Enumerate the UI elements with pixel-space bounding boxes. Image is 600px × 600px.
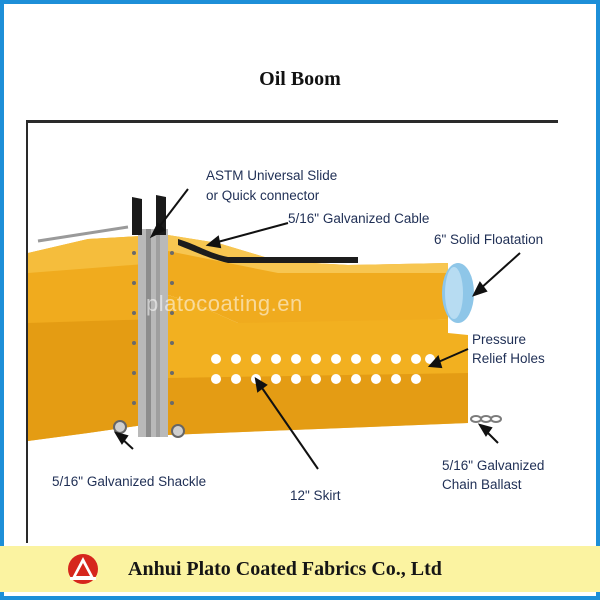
- oil-boom-photo: platocoating.en ASTM Universal Slide or …: [26, 120, 558, 543]
- chain-ballast: [470, 415, 502, 423]
- arrow-cable: [213, 222, 289, 244]
- label-shackle: 5/16" Galvanized Shackle: [52, 474, 207, 489]
- company-footer: Anhui Plato Coated Fabrics Co., Ltd: [0, 546, 600, 592]
- label-pressure-line1: Pressure: [472, 332, 527, 347]
- label-chain-line2: Chain Ballast: [442, 477, 522, 492]
- galvanized-cable: [178, 239, 358, 263]
- watermark-text: platocoating.en: [146, 291, 303, 316]
- company-logo-icon: [64, 552, 102, 591]
- label-slide-line2: or Quick connector: [206, 188, 320, 203]
- arrow-skirt: [259, 384, 319, 470]
- shackle-right: [171, 424, 185, 438]
- shackle-left: [113, 420, 127, 434]
- label-floatation: 6" Solid Floatation: [434, 232, 544, 247]
- universal-slide-connector: [138, 229, 168, 437]
- arrow-slide: [155, 188, 189, 232]
- pressure-relief-holes: [211, 354, 435, 384]
- page-title: Oil Boom: [259, 68, 341, 90]
- label-skirt: 12" Skirt: [290, 488, 341, 503]
- arrow-relief: [435, 348, 469, 364]
- label-chain-line1: 5/16" Galvanized: [442, 458, 545, 473]
- label-pressure-line2: Relief Holes: [472, 351, 545, 366]
- label-cable: 5/16" Galvanized Cable: [288, 211, 430, 226]
- arrow-floatation: [479, 252, 521, 290]
- label-slide-line1: ASTM Universal Slide: [206, 168, 338, 183]
- handle-left: [132, 197, 142, 235]
- oil-boom-illustration: [28, 188, 521, 470]
- company-name: Anhui Plato Coated Fabrics Co., Ltd: [128, 558, 442, 580]
